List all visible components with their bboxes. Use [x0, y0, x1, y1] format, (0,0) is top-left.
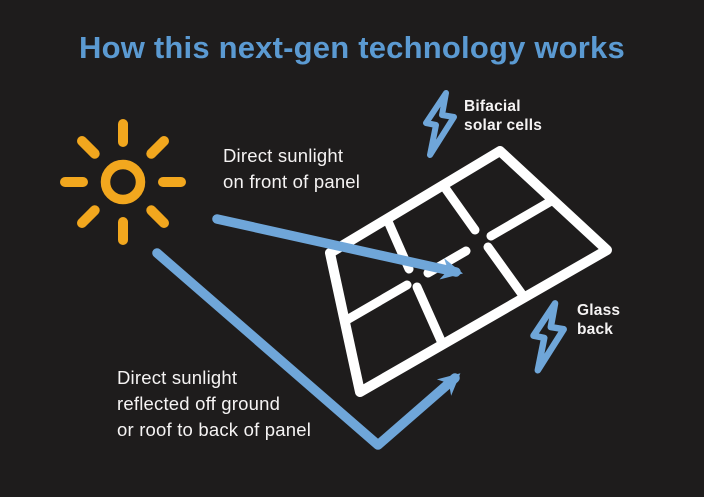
label-line: reflected off ground — [117, 393, 281, 414]
label-line: Direct sunlight — [223, 145, 344, 166]
label-line: solar cells — [464, 117, 543, 134]
page-title: How this next-gen technology works — [79, 30, 625, 65]
label-line: Bifacial — [464, 98, 521, 115]
label-line: on front of panel — [223, 171, 361, 192]
label-line: Direct sunlight — [117, 367, 238, 388]
label-line: Glass — [577, 302, 621, 319]
solar-panel-drawing — [325, 146, 612, 397]
sun-icon — [60, 119, 186, 245]
label-direct-sunlight-front: Direct sunlight on front of panel — [223, 143, 360, 195]
label-reflected-sunlight: Direct sunlight reflected off ground or … — [117, 365, 311, 443]
reflected-sunlight-arrow — [152, 248, 461, 450]
label-bifacial-solar-cells: Bifacial solar cells — [464, 97, 542, 135]
label-line: back — [577, 321, 614, 338]
label-glass-back: Glass back — [577, 301, 620, 339]
direct-sunlight-arrow — [212, 214, 463, 280]
label-line: or roof to back of panel — [117, 419, 312, 440]
lightning-bolt-icon — [530, 300, 567, 374]
lightning-bolt-icon — [423, 90, 457, 158]
